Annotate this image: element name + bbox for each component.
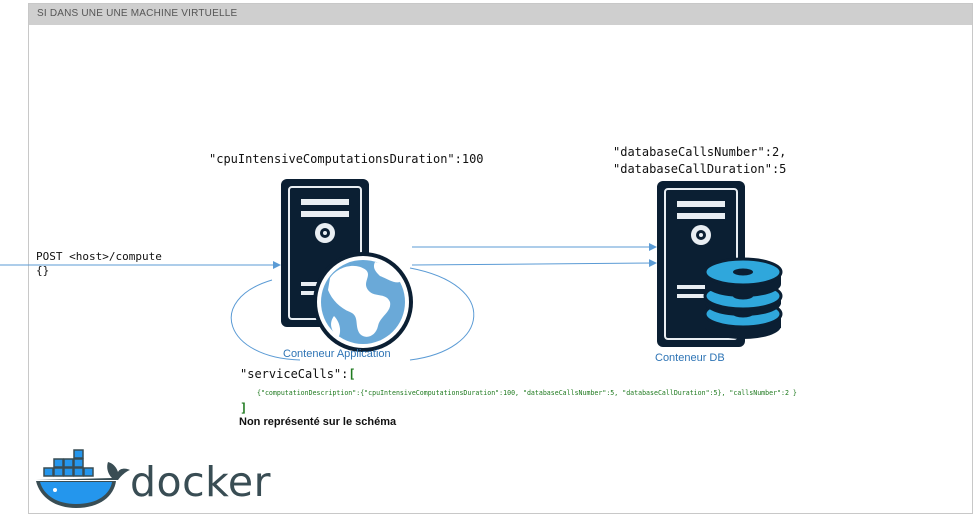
db-call-arrow-2 xyxy=(411,259,657,268)
diagram-frame xyxy=(28,3,973,514)
service-calls-key: "serviceCalls":[ xyxy=(240,367,356,381)
request-body: {} xyxy=(36,264,50,277)
service-calls-close-bracket: ] xyxy=(240,401,248,415)
service-loop-arc-left xyxy=(230,279,301,361)
app-container-label: Conteneur Application xyxy=(283,348,391,360)
db-param-call-duration: "databaseCallDuration":5 xyxy=(613,162,787,176)
docker-whale-icon xyxy=(36,449,130,508)
database-stack-icon xyxy=(703,257,783,339)
service-calls-open-bracket: [ xyxy=(348,367,356,381)
section-title: SI DANS UNE UNE MACHINE VIRTUELLE xyxy=(37,8,238,19)
request-endpoint: POST <host>/compute xyxy=(36,250,162,263)
app-param-label: "cpuIntensiveComputationsDuration":100 xyxy=(209,152,484,166)
globe-icon xyxy=(313,252,413,352)
db-container-label: Conteneur DB xyxy=(655,352,725,364)
service-calls-item: {"computationDescription":{"cpuIntensive… xyxy=(257,389,797,397)
section-header: SI DANS UNE UNE MACHINE VIRTUELLE xyxy=(29,4,972,25)
not-represented-note: Non représenté sur le schéma xyxy=(239,416,397,428)
service-loop-arc-right xyxy=(409,267,475,361)
docker-wordmark: docker xyxy=(130,458,272,506)
db-param-calls-number: "databaseCallsNumber":2, xyxy=(613,145,787,159)
service-calls-key-text: "serviceCalls": xyxy=(240,367,349,381)
